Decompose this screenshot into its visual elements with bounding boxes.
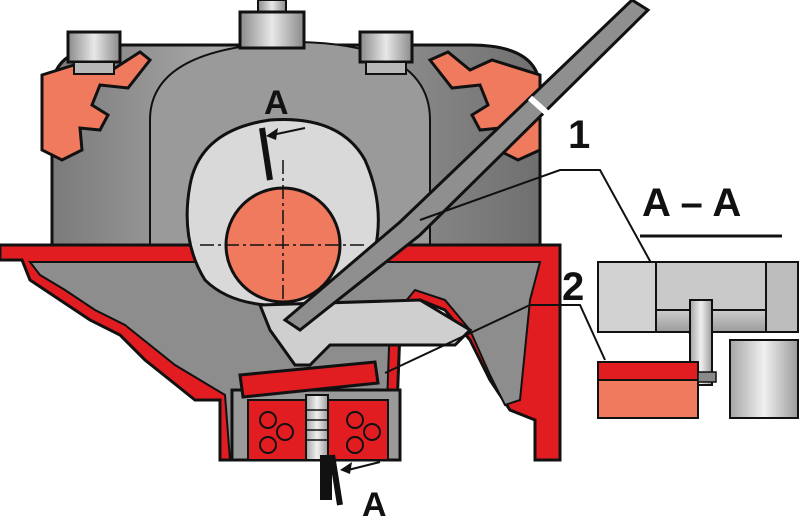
section-label-bottom: A	[362, 486, 387, 522]
callout-2: 2	[562, 265, 584, 309]
bolt-center	[238, 0, 306, 50]
section-label-top: A	[264, 84, 289, 122]
callout-1: 1	[568, 113, 590, 157]
bolt-left	[66, 30, 122, 75]
valve-spring-retainer	[238, 360, 380, 399]
bolt-right	[358, 30, 414, 75]
section-detail	[597, 234, 799, 419]
rocker-shaft	[200, 160, 365, 325]
section-mark-bottom	[329, 454, 381, 506]
section-title: A – A	[642, 181, 741, 225]
valve-stem	[320, 455, 332, 500]
feeler-gauge	[282, 0, 651, 332]
section-mark-top	[259, 127, 306, 181]
valve-spring-assembly	[230, 388, 402, 462]
head-section-cut-left	[40, 50, 153, 162]
